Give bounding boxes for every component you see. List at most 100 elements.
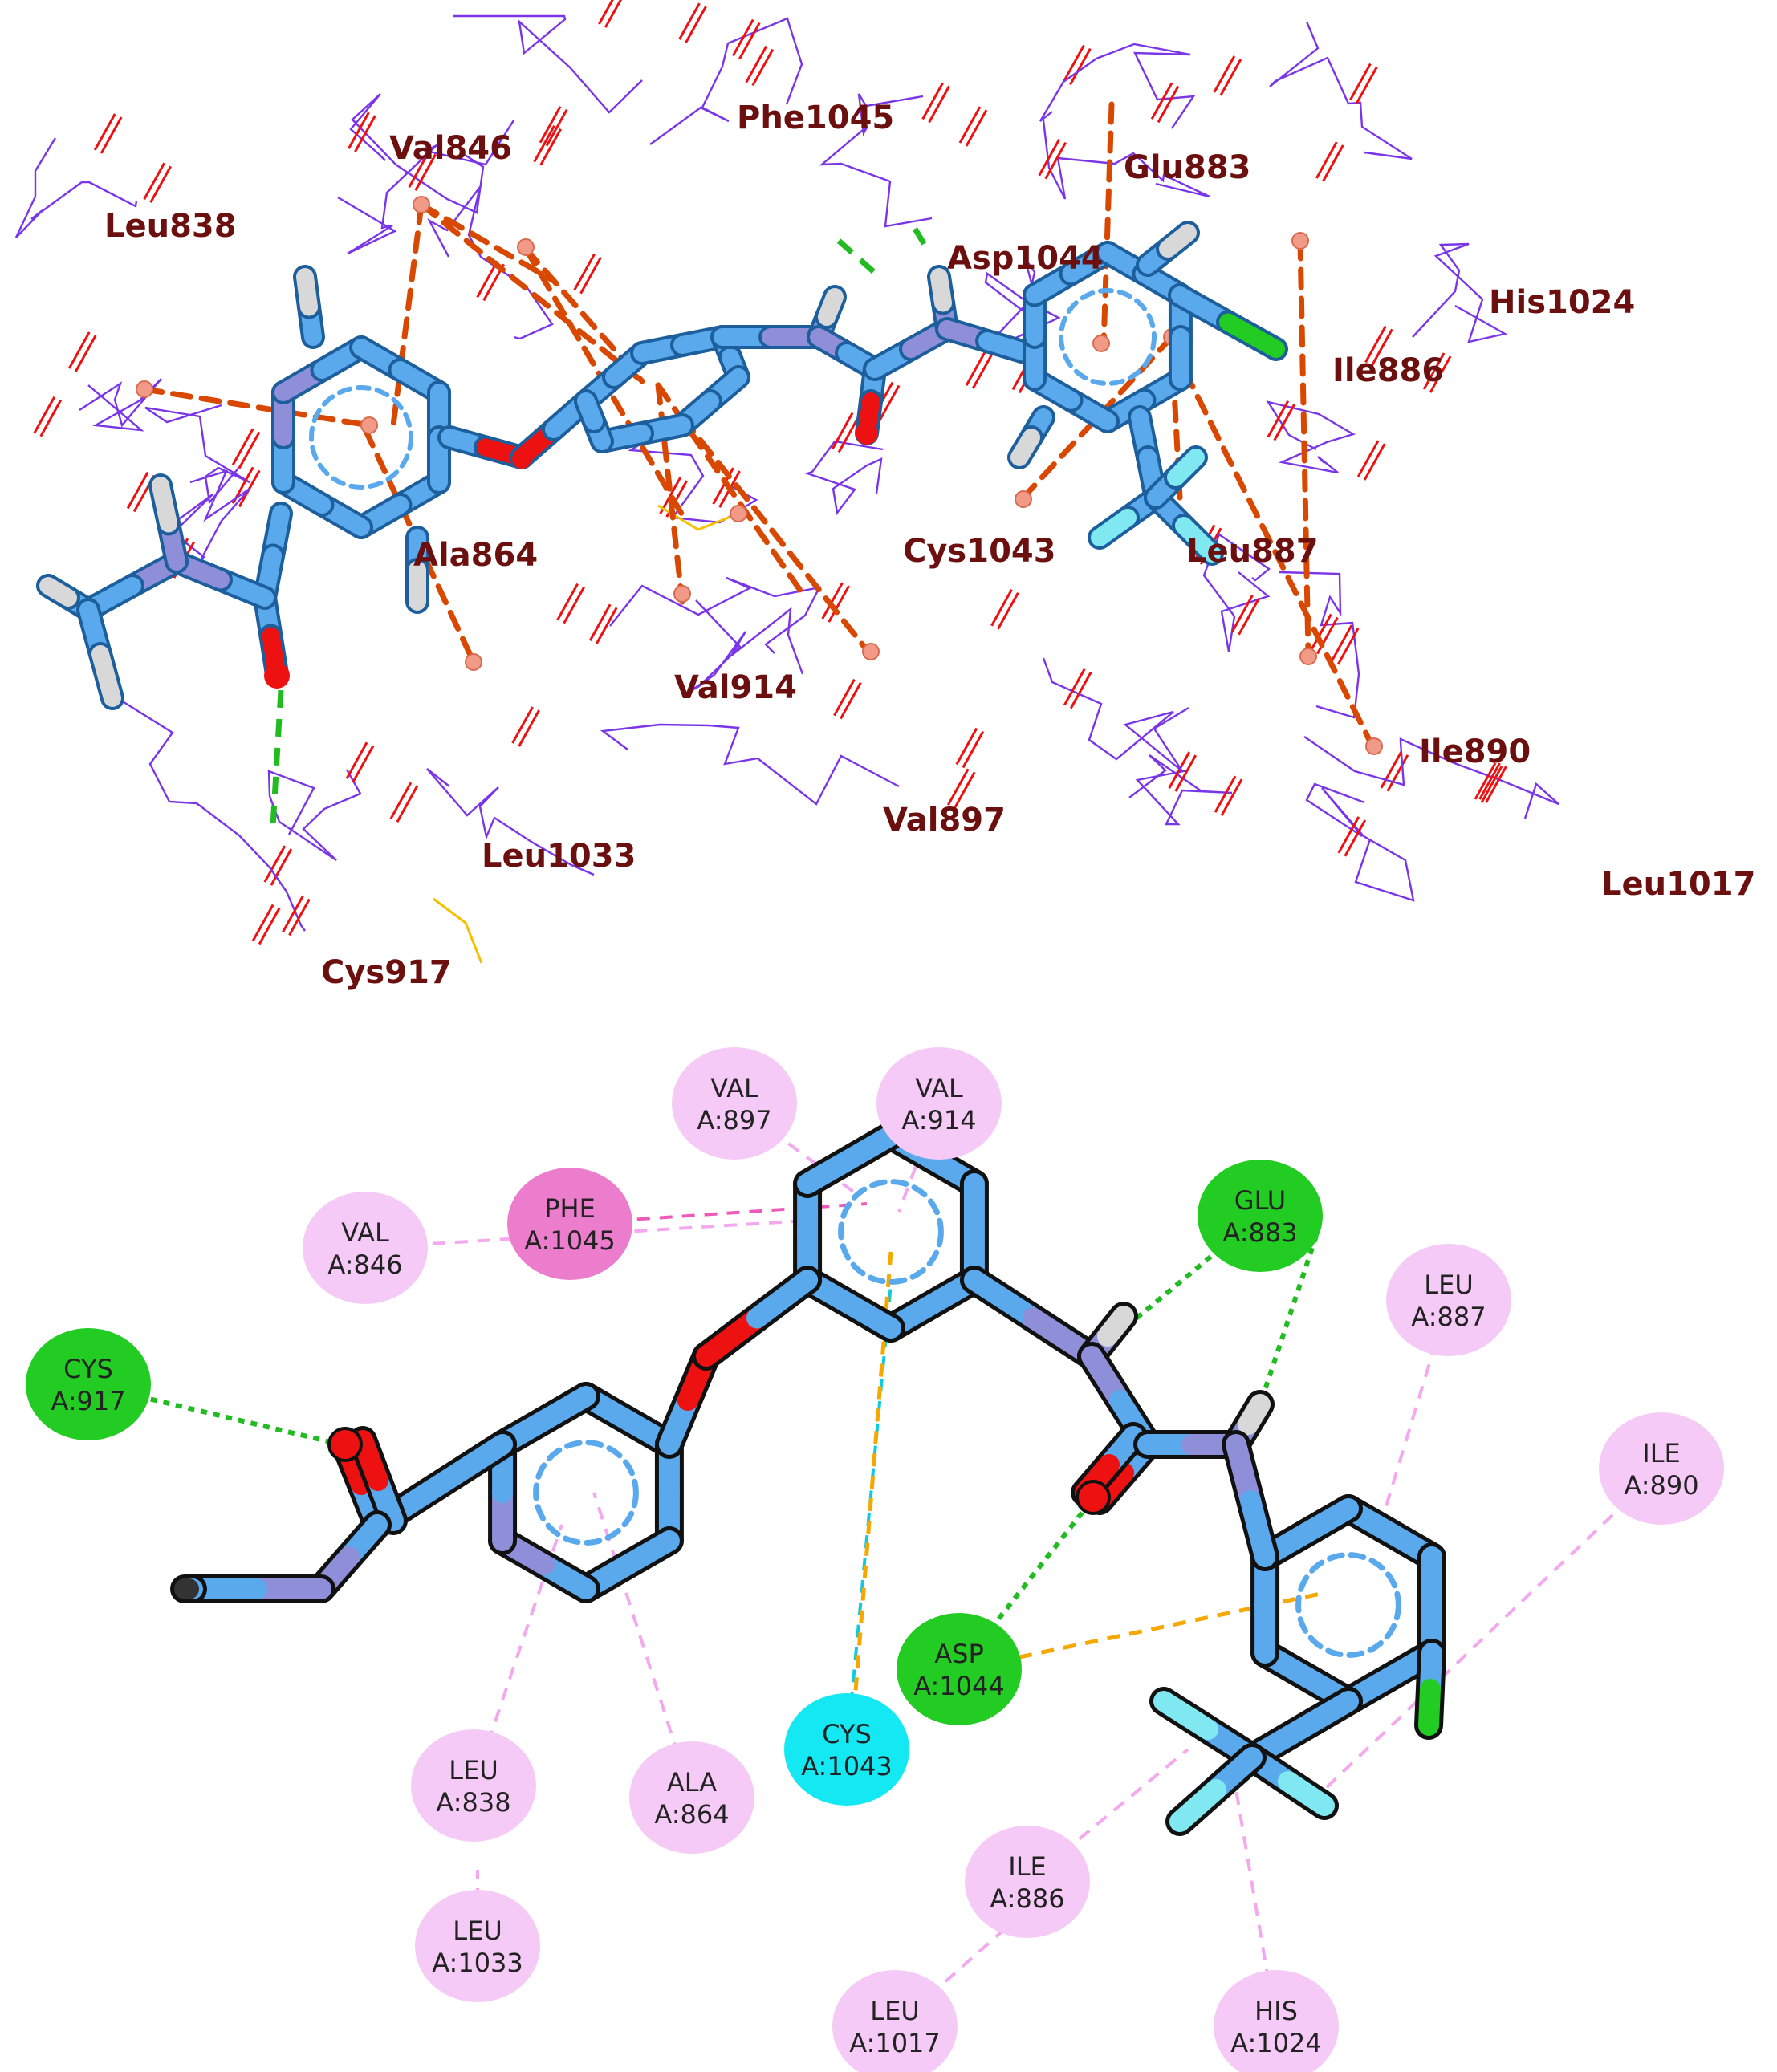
residue-id: A:1043 (801, 1751, 893, 1782)
carbonyl-wire (1363, 443, 1386, 481)
residue-id: A:914 (901, 1105, 976, 1136)
aromatic-ring-2d (838, 1179, 944, 1285)
label-his1024: His1024 (1489, 284, 1635, 321)
carbonyl-wire (1267, 400, 1290, 438)
contact-3d (141, 386, 372, 429)
residue-id: A:886 (990, 1883, 1064, 1914)
residue-name: LEU (449, 1755, 498, 1786)
residue-id: A:864 (654, 1799, 729, 1830)
pseudo-atom (1092, 335, 1110, 352)
residue-labels-3d: Val846 Phe1045 Glu883 Leu838 Asp1044 His… (104, 100, 1755, 991)
protein-wire (1042, 120, 1210, 200)
bubble-ellipse (672, 1047, 797, 1160)
contact-3d (418, 201, 645, 384)
stick-bond (152, 477, 177, 533)
aromatic-ring-2d (1295, 1552, 1401, 1658)
carbonyl-wire (545, 108, 568, 147)
carbonyl-wire (971, 351, 994, 389)
carbonyl-wire (588, 603, 612, 641)
carbonyl-wire (1380, 751, 1403, 789)
carbonyl-wire (828, 585, 851, 623)
carbonyl-wire (1150, 82, 1173, 120)
bubble-ellipse (26, 1328, 151, 1440)
carbonyl-wire (1315, 141, 1338, 179)
interaction-line-glu (1258, 1235, 1319, 1405)
residue-id: A:917 (51, 1386, 125, 1416)
residue-name: CYS (63, 1354, 113, 1384)
carbonyl-wire (238, 431, 261, 469)
carbonyl-wire (1429, 355, 1452, 393)
residue-id: A:897 (697, 1105, 771, 1136)
bubble-ellipse (1214, 1970, 1339, 2072)
protein-wire (682, 599, 804, 697)
protein-wire (1128, 754, 1233, 826)
label-ile890: Ile890 (1419, 733, 1531, 770)
residue-name: ILE (1642, 1438, 1680, 1469)
pseudo-atom (465, 653, 482, 671)
hbond-3d-line (912, 227, 930, 250)
residue-name: VAL (341, 1217, 389, 1248)
carbonyl-wire (348, 112, 370, 149)
carbonyl-wire (396, 785, 419, 823)
carbonyl-wire (263, 845, 287, 883)
carbonyl-wire (1337, 816, 1360, 854)
carbonyl-wire (731, 18, 754, 57)
label-asp1044: Asp1044 (947, 240, 1104, 277)
label-cys1043: Cys1043 (903, 533, 1056, 570)
bubble-ellipse (1599, 1412, 1724, 1525)
residue-id: A:846 (327, 1249, 402, 1280)
pseudo-atom (1299, 648, 1317, 665)
sulfur-wire (433, 897, 483, 964)
ligand-2d (170, 1121, 1446, 1836)
carbonyl-wire (579, 256, 602, 295)
bubble-ellipse (876, 1047, 1002, 1160)
top-panel-3d-pose: Val846 Phe1045 Glu883 Leu838 Asp1044 His… (14, 0, 1755, 991)
interaction-line-leu (1379, 1299, 1450, 1526)
residue-name: PHE (544, 1193, 596, 1224)
protein-wire (426, 768, 595, 876)
carbonyl-wire (354, 115, 376, 152)
pseudo-atom (136, 380, 153, 398)
oxygen-atom-2d (1076, 1480, 1111, 1515)
carbonyl-wire (282, 895, 304, 933)
carbonyl-wire (1422, 352, 1446, 390)
bubble-ellipse (507, 1168, 632, 1280)
carbonyl-wire (143, 162, 165, 200)
protein-wire (144, 404, 250, 505)
carbonyl-wire (74, 335, 97, 372)
interaction-line-cys (845, 1283, 893, 1750)
stick-bond (818, 288, 844, 326)
carbonyl-wire (539, 105, 562, 144)
carbonyl-wire (837, 415, 860, 453)
carbonyl-wire (270, 848, 293, 886)
bond-2d (839, 1125, 901, 1170)
protein-wire (600, 723, 900, 806)
oxygen-atom-2d (327, 1427, 363, 1462)
carbonyl-wire (1485, 766, 1507, 803)
protein-wire (1039, 43, 1196, 129)
protein-wire (804, 440, 884, 515)
residue-bubbles: VALA:897VALA:914PHEA:1045GLUA:883VALA:84… (26, 1047, 1724, 2072)
label-leu838: Leu838 (104, 208, 237, 245)
carbonyl-wire (1386, 754, 1409, 792)
carbonyl-wire (1213, 55, 1236, 93)
residue-name: CYS (822, 1719, 872, 1749)
protein-wire (1412, 242, 1508, 343)
carbonyl-wire (511, 706, 534, 744)
label-leu887: Leu887 (1186, 533, 1319, 570)
ligand-3d (36, 221, 1288, 710)
residue-name: LEU (1424, 1270, 1473, 1300)
carbonyl-wire (476, 260, 498, 299)
carbonyl-wire (1157, 85, 1180, 124)
stick-bond (39, 577, 77, 607)
protein-wire (649, 17, 803, 145)
residue-id: A:1044 (913, 1671, 1005, 1701)
carbonyl-wire (751, 48, 775, 87)
stick-bond (1010, 429, 1040, 466)
